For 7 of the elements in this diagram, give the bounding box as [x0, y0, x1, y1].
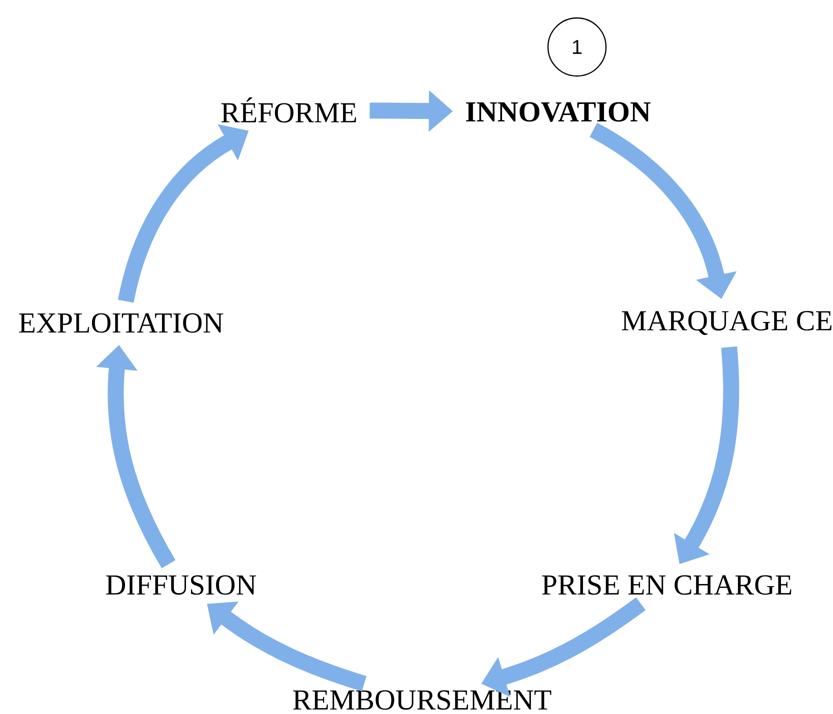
cycle-step-label: RÉFORME [221, 97, 356, 123]
cycle-step-label: PRISE EN CHARGE [542, 575, 792, 595]
cycle-step-label: DIFFUSION [106, 575, 256, 595]
cycle-step-title: INNOVATION [466, 102, 651, 122]
cycle-step-label: REMBOURSEMENT [293, 690, 552, 710]
cycle-step-label: EXPLOITATION [19, 313, 224, 333]
cycle-step-label: MARQUAGE CE [622, 311, 832, 335]
